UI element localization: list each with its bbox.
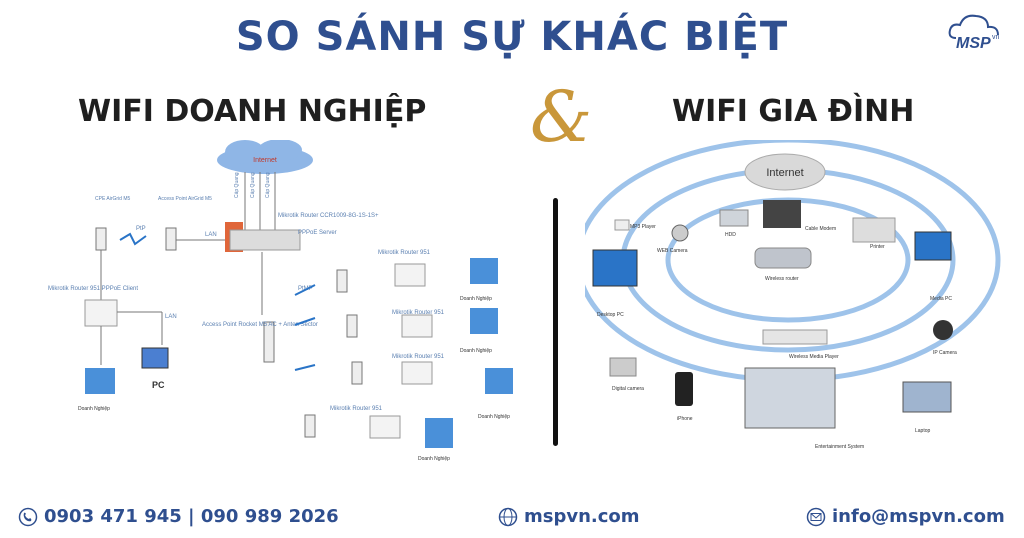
- fiber-label: Cáp Quang: [234, 172, 240, 198]
- webcam-label: WEB Camera: [657, 248, 688, 254]
- phone-icon: [18, 507, 38, 526]
- digital-camera-icon: [609, 357, 637, 377]
- website-contact[interactable]: mspvn.com: [498, 506, 640, 527]
- mp3-player-icon: [614, 219, 630, 231]
- ap-mid-label: Access Point Rocket M5 AC + Anten Sector: [202, 322, 318, 328]
- entertainment-label: Entertainment System: [815, 444, 864, 450]
- phone-text: 0903 471 945 | 090 989 2026: [44, 506, 339, 527]
- email-contact[interactable]: info@mspvn.com: [806, 506, 1005, 527]
- globe-icon: [498, 507, 518, 526]
- hdd-icon: [719, 209, 749, 227]
- enterprise-wifi-heading: WIFI DOANH NGHIỆP: [78, 94, 427, 129]
- core-router-sub: PPPoE Server: [298, 230, 337, 236]
- fiber-label: Cáp Quang: [265, 172, 271, 198]
- svg-text:Mikrotik Router 951: Mikrotik Router 951: [392, 354, 445, 360]
- fiber-label: Cáp Quang: [250, 172, 256, 198]
- svg-text:Mikrotik Router 951: Mikrotik Router 951: [330, 406, 383, 412]
- lan-label: LAN: [205, 232, 217, 238]
- laptop-label: Laptop: [915, 428, 931, 434]
- svg-text:Mikrotik Router 951: Mikrotik Router 951: [378, 250, 431, 256]
- branch-2: Mikrotik Router 951 Doanh Nghiệp: [294, 308, 498, 354]
- enterprise-network-diagram: Internet Cáp Quang Cáp Quang Cáp Quang M…: [40, 139, 540, 480]
- svg-text:Doanh Nghiệp: Doanh Nghiệp: [460, 348, 492, 354]
- wireless-router-icon: [754, 247, 812, 269]
- internet-cloud-icon: Internet: [217, 139, 313, 174]
- access-point-antenna-icon: [165, 227, 177, 251]
- branch-4: Mikrotik Router 951 Doanh Nghiệp: [304, 406, 453, 462]
- branch-3: Mikrotik Router 951 Doanh Nghiệp: [294, 354, 513, 420]
- phone-contact[interactable]: 0903 471 945 | 090 989 2026: [18, 506, 339, 527]
- mail-icon: [806, 507, 826, 526]
- cloud-logo-icon: MSP vn: [948, 14, 1000, 52]
- logo-text: MSP: [956, 35, 991, 52]
- home-network-diagram: Internet HDD Cable Modem Printer MP3 Pla…: [575, 137, 1005, 470]
- core-router-label: Mikrotik Router CCR1009-8G-1S-1S+: [278, 213, 379, 219]
- desktop-label: Desktop PC: [597, 312, 624, 318]
- website-text: mspvn.com: [524, 506, 640, 527]
- internet-label: Internet: [766, 167, 803, 179]
- core-router-icon: [229, 229, 301, 251]
- email-text: info@mspvn.com: [832, 506, 1005, 527]
- pc-icon: [141, 347, 169, 369]
- printer-label: Printer: [870, 244, 885, 250]
- lan-label: LAN: [165, 314, 177, 320]
- printer-icon: [852, 217, 896, 243]
- sector-antenna-icon: [263, 321, 275, 363]
- ptp-label: PtP: [136, 226, 146, 232]
- hdd-label: HDD: [725, 232, 736, 238]
- entertainment-system-icon: [744, 367, 836, 429]
- laptop-icon: [902, 381, 952, 413]
- doanh-nghiep-label: Doanh Nghiệp: [78, 406, 110, 412]
- svg-text:Doanh Nghiệp: Doanh Nghiệp: [460, 296, 492, 302]
- cable-modem-label: Cable Modem: [805, 226, 836, 232]
- svg-text:Mikrotik Router 951: Mikrotik Router 951: [392, 310, 445, 316]
- home-wifi-heading: WIFI GIA ĐÌNH: [672, 94, 915, 129]
- desktop-pc-icon: [592, 249, 638, 287]
- svg-text:Doanh Nghiệp: Doanh Nghiệp: [418, 456, 450, 462]
- pc-label: PC: [152, 380, 165, 390]
- branch-1: Mikrotik Router 951 Doanh Nghiệp: [294, 250, 498, 302]
- building-icon: [85, 368, 115, 394]
- page-title: SO SÁNH SỰ KHÁC BIỆT: [235, 14, 789, 60]
- web-camera-icon: [671, 224, 689, 242]
- iphone-icon: [675, 372, 693, 406]
- media-player-icon: [762, 329, 828, 345]
- media-pc-icon: [914, 231, 952, 261]
- internet-cloud-icon: Internet: [744, 153, 826, 191]
- iphone-label: iPhone: [677, 416, 693, 422]
- msp-logo[interactable]: MSP vn: [942, 8, 1012, 56]
- router-label: Wireless router: [765, 276, 799, 282]
- media-pc-label: Media PC: [930, 296, 952, 302]
- digital-camera-label: Digital camera: [612, 386, 644, 392]
- divider-line: [553, 198, 558, 446]
- cpe-label: CPE AirGrid M5: [95, 196, 131, 202]
- ip-camera-label: IP Camera: [933, 350, 957, 356]
- cpe-antenna-icon: [95, 227, 107, 251]
- ip-camera-icon: [933, 320, 953, 340]
- mp3-label: MP3 Player: [630, 224, 656, 230]
- router-951-icon: [84, 299, 118, 327]
- svg-text:Doanh Nghiệp: Doanh Nghiệp: [478, 414, 510, 420]
- ampersand: &: [530, 76, 593, 158]
- ap-label: Access Point AirGrid M5: [158, 196, 212, 202]
- internet-label: Internet: [253, 157, 277, 164]
- wireless-link-icon: [119, 232, 147, 246]
- cable-modem-icon: [763, 200, 801, 228]
- router-label: Mikrotik Router 951 PPPoE Client: [48, 286, 138, 292]
- logo-sup: vn: [992, 34, 1000, 41]
- media-player-label: Wireless Media Player: [789, 354, 839, 360]
